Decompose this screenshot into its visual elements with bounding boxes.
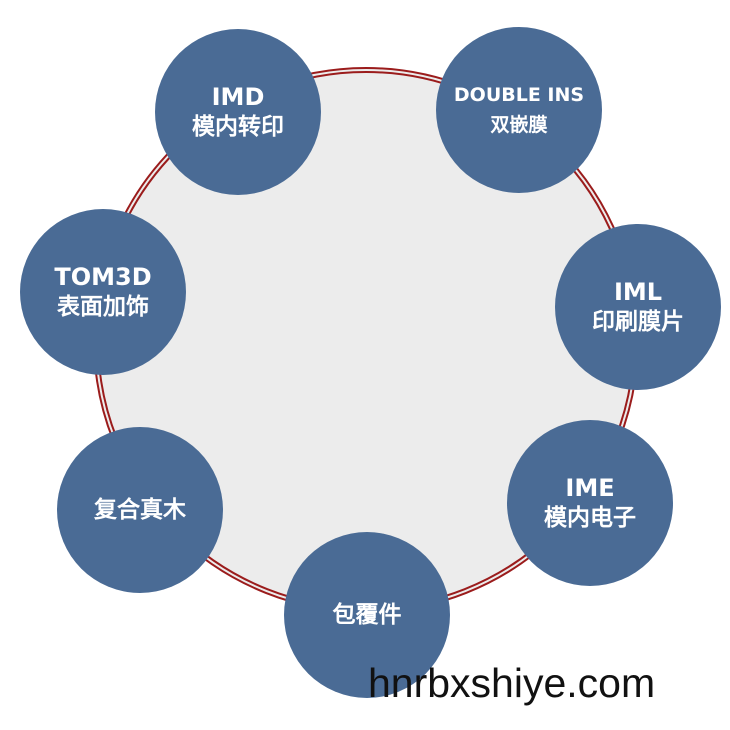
node-title: TOM3D (54, 263, 152, 291)
node-title: DOUBLE INS (453, 84, 585, 106)
node-title: IML (613, 278, 663, 306)
node-wrapped-part: 包覆件 (284, 532, 450, 698)
node-subtitle: 印刷膜片 (592, 309, 684, 335)
node-title: 复合真木 (94, 497, 186, 523)
node-imd: IMD 模内转印 (155, 29, 321, 195)
node-subtitle: 模内转印 (192, 114, 284, 140)
node-iml: IML 印刷膜片 (555, 224, 721, 390)
node-title: IMD (211, 83, 265, 111)
watermark: hnrbxshiye.com (368, 660, 656, 706)
node-composite-wood: 复合真木 (57, 427, 223, 593)
node-double-ins: DOUBLE INS 双嵌膜 (436, 27, 602, 193)
node-title: 包覆件 (332, 602, 402, 628)
node-ime: IME 模内电子 (507, 420, 673, 586)
node-subtitle: 模内电子 (544, 505, 636, 531)
node-title: IME (565, 474, 615, 502)
node-tom3d: TOM3D 表面加饰 (20, 209, 186, 375)
node-subtitle: 表面加饰 (57, 294, 149, 320)
node-subtitle: 双嵌膜 (490, 114, 548, 136)
